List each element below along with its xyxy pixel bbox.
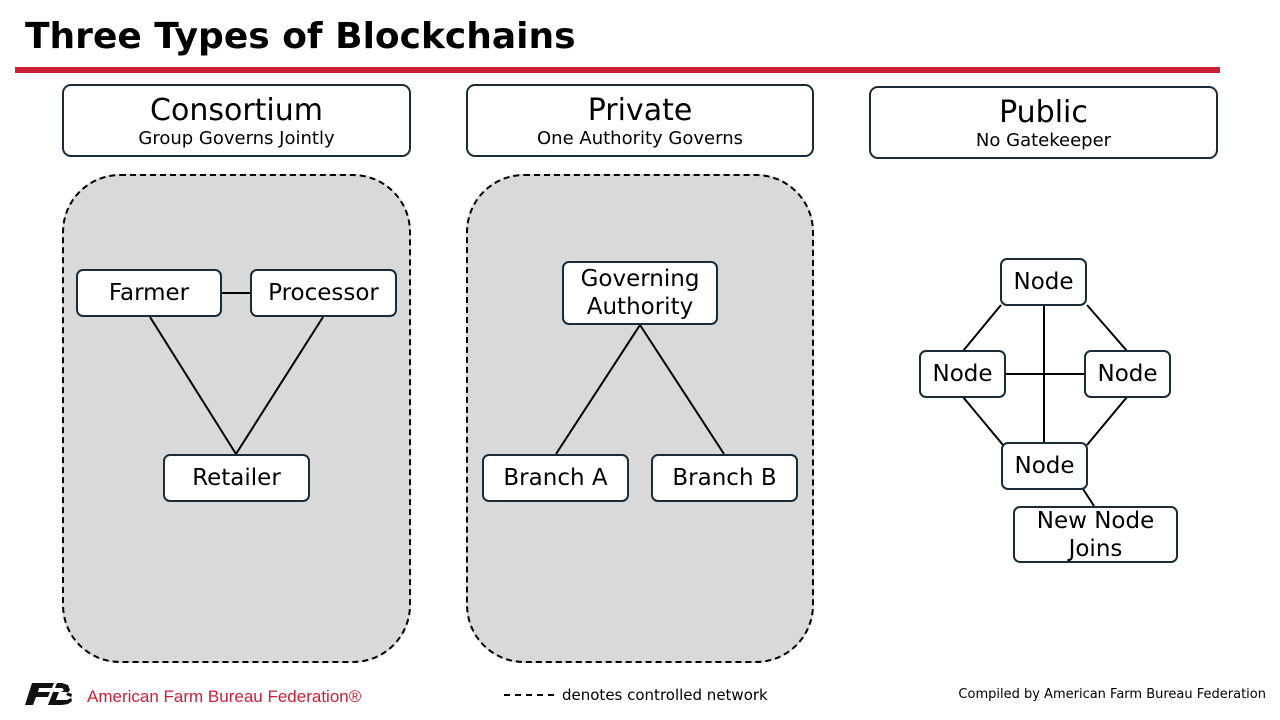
credit-text: Compiled by American Farm Bureau Federat… [958,687,1266,702]
consortium-controlled-network [62,174,411,663]
node-processor: Processor [250,269,397,317]
edge-top-left [962,304,1002,352]
consortium-subheading: Group Governs Jointly [138,128,335,149]
farm-bureau-logo: FB [25,683,72,705]
public-heading: Public [999,95,1088,130]
consortium-heading: Consortium [150,93,323,128]
node-public-left: Node [919,350,1006,398]
organization-name: American Farm Bureau Federation® [87,687,362,706]
edge-bottom-new-node [1082,488,1095,507]
edge-top-right [1086,304,1128,352]
public-subheading: No Gatekeeper [975,130,1112,151]
public-header: Public No Gatekeeper [869,86,1218,159]
private-header: Private One Authority Governs [466,84,814,157]
node-public-top: Node [1000,258,1087,306]
edge-farmer-retailer [149,316,237,455]
page-title: Three Types of Blockchains [25,16,576,57]
node-governing-authority: Governing Authority [562,261,718,325]
private-heading: Private [587,93,693,128]
edge-left-bottom [962,396,1004,446]
edge-authority-branch-a [555,324,641,455]
title-underline [15,67,1220,73]
edge-processor-retailer [235,316,324,455]
legend: denotes controlled network [504,685,768,705]
edge-right-bottom [1086,396,1128,446]
node-public-bottom: Node [1001,442,1088,490]
private-controlled-network [466,174,814,663]
node-farmer: Farmer [76,269,222,317]
node-retailer: Retailer [163,454,310,502]
node-branch-a: Branch A [482,454,629,502]
edge-authority-branch-b [639,324,725,455]
legend-text: denotes controlled network [562,686,768,704]
node-branch-b: Branch B [651,454,798,502]
dashed-line-swatch [504,694,554,696]
node-new-node-joins: New Node Joins [1013,506,1178,563]
consortium-header: Consortium Group Governs Jointly [62,84,411,157]
node-public-right: Node [1084,350,1171,398]
private-subheading: One Authority Governs [537,128,743,149]
